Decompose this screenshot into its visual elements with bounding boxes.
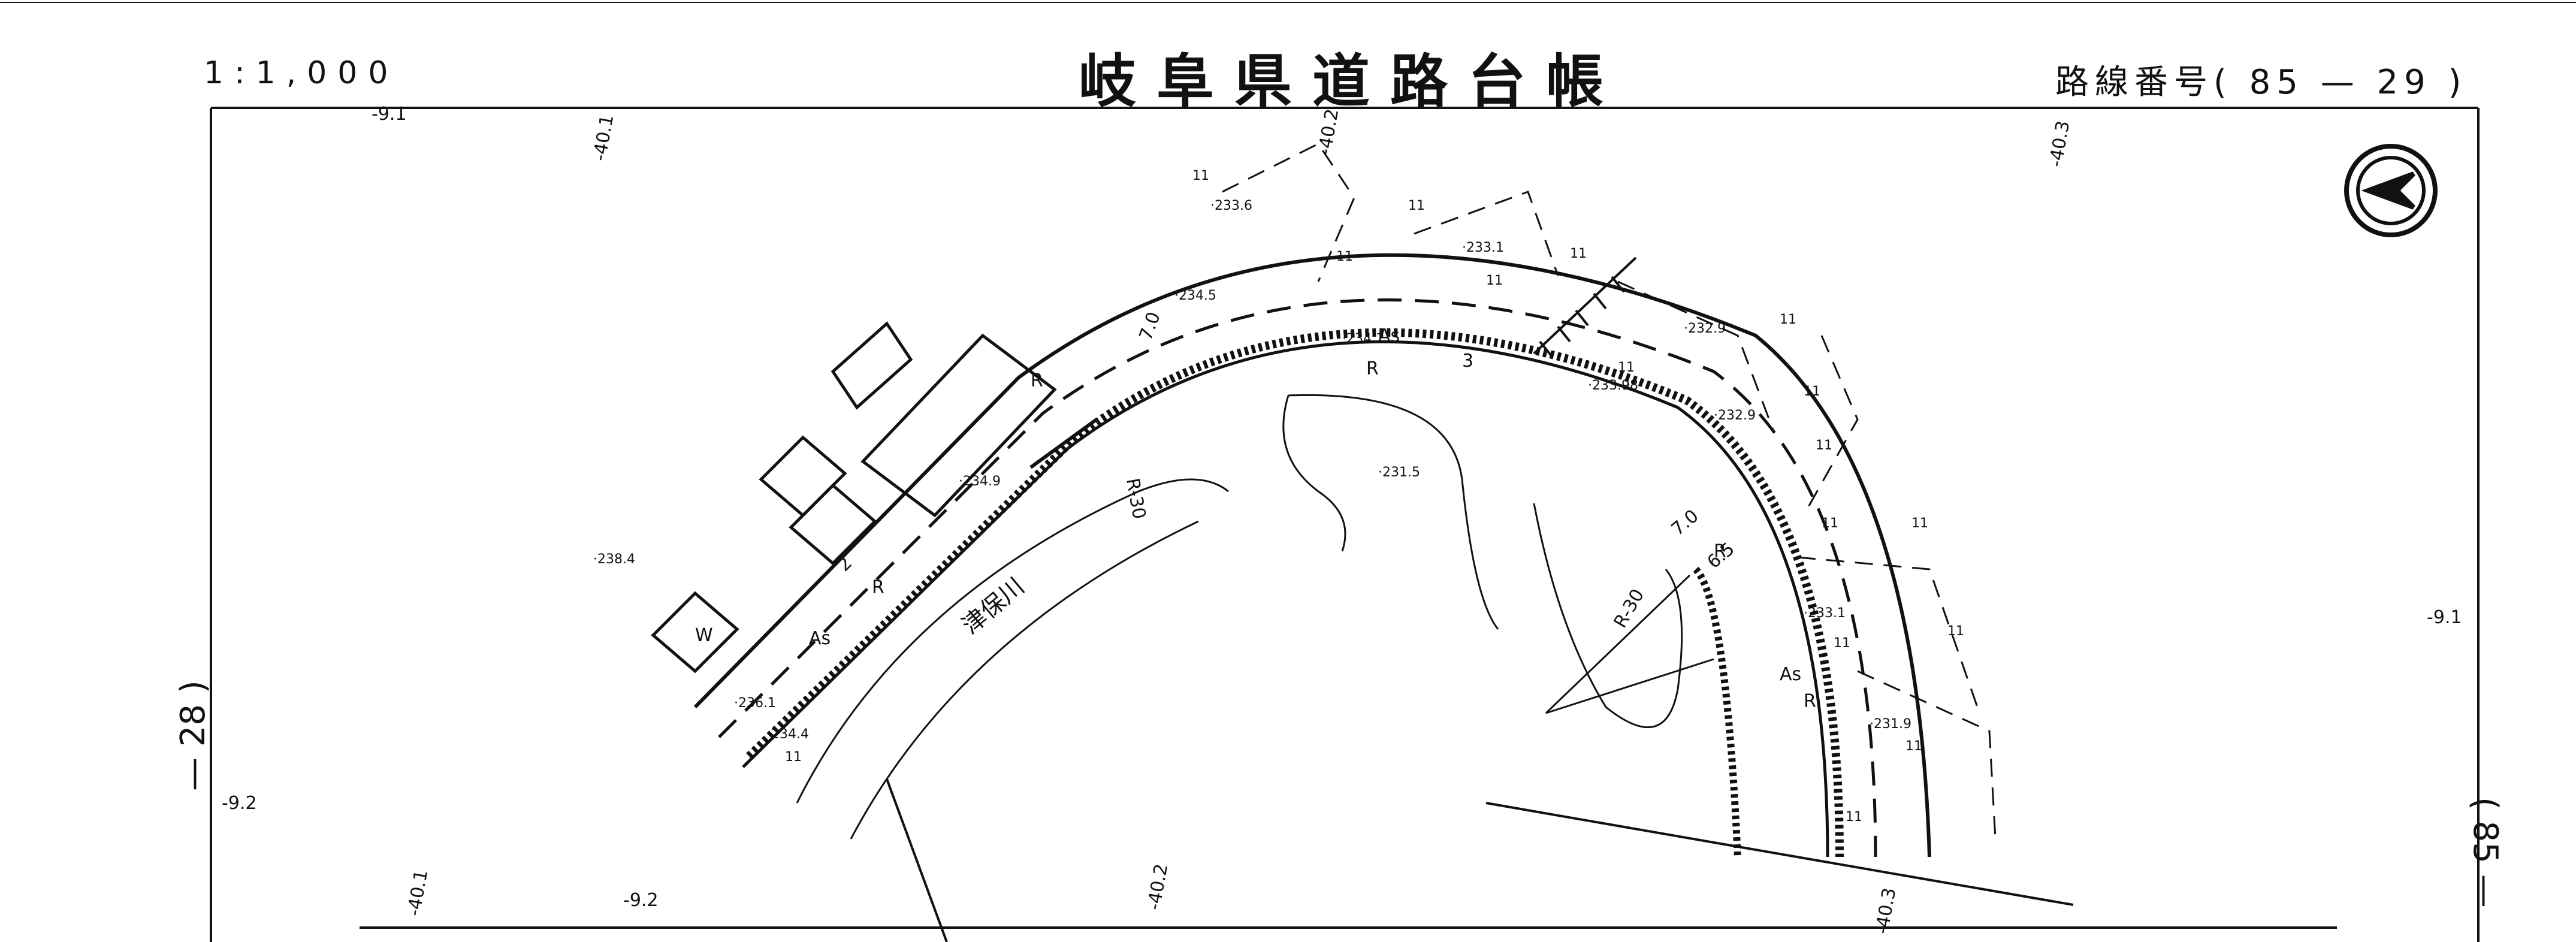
elevation-point: ·236.1 [734, 696, 776, 711]
buildings [651, 321, 1057, 674]
road-annotation: As [809, 628, 831, 649]
road-annotation: R [1804, 691, 1816, 712]
elevation-point: ·233.1 [1804, 606, 1846, 621]
parcel-mark: 11 [1780, 312, 1796, 327]
fence-line [1533, 256, 1637, 358]
route-number: 路線番号( 85 — 29 ) [2055, 63, 2468, 102]
road-annotation: As [1780, 664, 1801, 685]
parcel-mark: 11 [1834, 636, 1850, 651]
elevation-point: ·231.9 [1870, 717, 1911, 732]
grid-label: -40.3 [2045, 119, 2074, 169]
road-annotation: R [1366, 358, 1379, 379]
road-annotation: As [1378, 325, 1400, 346]
elevation-point: ·238.4 [593, 552, 635, 567]
road-annotation: R [1031, 370, 1043, 391]
grid-label: -9.1 [2427, 607, 2462, 628]
grid-label: -40.2 [1314, 107, 1343, 157]
parcel-mark: 11 [1816, 438, 1832, 453]
road-annotation: R [872, 577, 884, 598]
elevation-point: ·234.5 [1174, 288, 1216, 303]
road-annotation: R-30 [1610, 585, 1649, 632]
map-scale: 1:1,000 [204, 55, 399, 91]
parcel-mark: 11 [1618, 360, 1635, 375]
river-label: 津保川 [957, 572, 1029, 639]
road-annotation: 7.0 [1668, 506, 1703, 540]
parcel-mark: 11 [1408, 198, 1425, 213]
elevation-point: ·234.1 [1342, 331, 1384, 346]
road-annotation: W [695, 625, 713, 646]
elevation-point: ·234.4 [767, 727, 809, 742]
parcel-mark: 11 [1336, 249, 1353, 264]
parcel-mark: 11 [1911, 516, 1928, 531]
elevation-point: ·233.98 [1588, 378, 1638, 393]
parcel-mark: 11 [1846, 810, 1862, 825]
parcel-mark: 11 [1947, 624, 1964, 639]
elevation-point: ·232.9 [1714, 408, 1756, 423]
road-annotation: 7.0 [1136, 309, 1165, 343]
grid-label: -40.1 [589, 113, 618, 163]
grid-label: -40.2 [1143, 862, 1172, 912]
road-annotation: 2 [833, 552, 856, 575]
grid-label: -9.1 [372, 104, 407, 125]
road-annotation: R [1714, 541, 1726, 562]
grid-label: -40.1 [403, 868, 432, 918]
elevation-point: ·231.5 [1378, 465, 1420, 480]
grid-label: -9.2 [222, 793, 257, 814]
north-arrow-icon [2344, 144, 2438, 237]
road-annotation: R-30 [1122, 476, 1149, 521]
elevation-point: ·232.9 [1684, 321, 1726, 336]
parcel-mark: 11 [1570, 246, 1587, 261]
elevation-point: ·233.6 [1210, 198, 1252, 213]
road-annotation: 6.5 [1704, 539, 1739, 573]
road-lines [693, 253, 1931, 858]
map-title: 岐阜県道路台帳 [1079, 48, 1624, 115]
parcel-mark: 11 [1486, 273, 1503, 288]
parcel-boundaries [1222, 143, 1997, 840]
river-banks [360, 394, 2337, 942]
elevation-point: ·233.1 [1462, 240, 1504, 255]
parcel-mark: 11 [1804, 384, 1820, 399]
parcel-mark: 11 [785, 750, 802, 765]
grid-label: -9.2 [623, 890, 659, 911]
parcel-mark: 11 [1905, 739, 1922, 754]
parcel-mark: 11 [1822, 516, 1838, 531]
elevation-point: ·234.9 [959, 474, 1001, 489]
road-annotation: 3 [1462, 351, 1473, 372]
parcel-mark: 11 [1192, 168, 1209, 183]
